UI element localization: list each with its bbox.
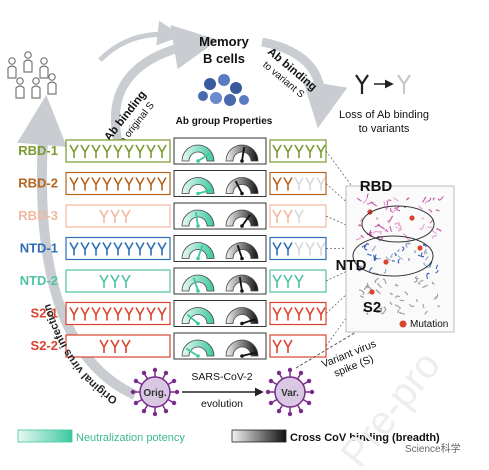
variant-dashed-line — [295, 331, 357, 369]
loss-legend-1: Loss of Ab binding — [339, 109, 429, 121]
variant-virus-icon — [265, 367, 315, 417]
row-ntd-1: NTD-1 — [20, 235, 363, 262]
row-label: S2-2 — [31, 338, 58, 353]
row-label: S2-1 — [31, 306, 58, 321]
cross-binding-legend: Cross CoV binding (breadth) — [290, 432, 440, 444]
evolution-label-2: evolution — [201, 398, 243, 410]
original-binding-box — [65, 334, 171, 358]
cross-binding-gauge — [225, 144, 259, 163]
row-label: NTD-1 — [20, 241, 58, 256]
var-label: Var. — [281, 388, 299, 399]
row-label: RBD-2 — [18, 176, 58, 191]
people-icon — [7, 51, 57, 99]
row-ntd-2: NTD-2 — [20, 263, 363, 295]
neutralization-gauge — [181, 274, 215, 293]
row-s2-1: S2-1 — [31, 279, 363, 327]
neutralization-gauge — [181, 339, 215, 358]
spike-structure — [345, 185, 455, 333]
memory-title-1: Memory — [199, 34, 250, 49]
row-s2-2: S2-2 — [31, 295, 363, 360]
variant-spike-label: Variant virus spike (S) — [320, 338, 378, 380]
row-rbd-1: RBD-1 — [18, 137, 363, 201]
cross-binding-gauge — [225, 177, 259, 196]
cross-binding-gauge — [225, 209, 259, 228]
cross-binding-gauge — [225, 242, 259, 261]
neutralization-gauge — [181, 177, 215, 196]
neutralization-gauge — [181, 242, 215, 261]
cross-binding-swatch — [231, 429, 287, 443]
arrow-to-variant — [261, 37, 348, 129]
row-label: RBD-1 — [18, 143, 58, 158]
loss-legend-2: to variants — [359, 123, 410, 135]
row-label: RBD-3 — [18, 208, 58, 223]
cross-binding-gauge — [225, 307, 259, 326]
row-rbd-2: RBD-2 — [18, 170, 363, 217]
neutralization-gauge — [181, 307, 215, 326]
cross-binding-gauge — [225, 339, 259, 358]
mutation-label: Mutation — [410, 319, 448, 330]
original-virus-icon — [130, 367, 180, 417]
cross-binding-gauge — [225, 274, 259, 293]
neutralization-swatch — [17, 429, 73, 443]
mutation-dot-legend — [399, 320, 407, 328]
spike-rbd-label: RBD — [360, 178, 393, 195]
neutralization-gauge — [181, 209, 215, 228]
ab-group-properties-label: Ab group Properties — [176, 116, 273, 127]
original-binding-box — [65, 204, 171, 228]
neutralization-legend: Neutralization potency — [76, 432, 185, 444]
neutralization-gauge — [181, 144, 215, 163]
evolution-label-1: SARS-CoV-2 — [191, 371, 252, 383]
arrow-people-to-memory — [98, 20, 183, 62]
antibody-lost-icon — [397, 74, 411, 94]
original-binding-box — [65, 269, 171, 293]
orig-label: Orig. — [143, 388, 167, 399]
arrow-original-infection — [17, 95, 138, 400]
watermark-source: Science科学 — [405, 442, 461, 455]
antibody-intact-icon — [355, 74, 369, 94]
arrow-to-memory — [110, 24, 219, 152]
row-label: NTD-2 — [20, 273, 58, 288]
row-rbd-3: RBD-3 — [18, 202, 363, 233]
spike-s2-label: S2 — [363, 299, 381, 316]
memory-title-2: B cells — [203, 51, 245, 66]
b-cells-icon — [198, 74, 249, 106]
spike-ntd-label: NTD — [336, 257, 367, 274]
